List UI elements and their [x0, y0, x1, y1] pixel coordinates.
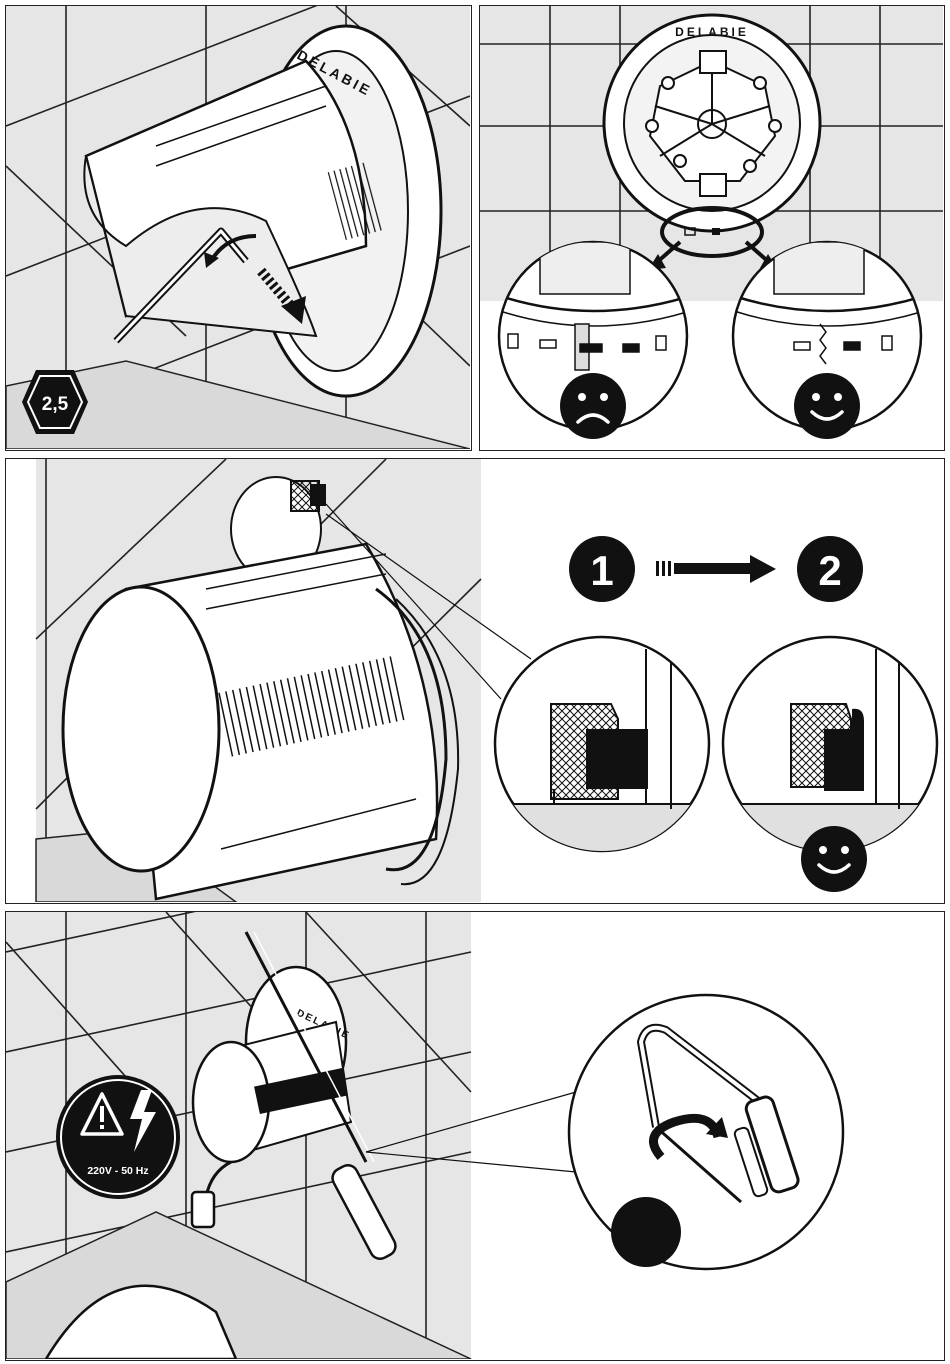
step-2-label: 2 — [818, 547, 841, 594]
panel-step-hex-key-removal: DELABIE 2,5 — [5, 5, 472, 451]
detail-hacksaw — [569, 995, 843, 1269]
detail-incorrect — [499, 242, 690, 439]
panel4-illustration: DELABIE 220V - 50 Hz — [6, 912, 943, 1359]
flange-brand: DELABIE — [675, 25, 749, 39]
happy-face-icon — [794, 373, 860, 439]
panel-seal-compression: 1 2 — [5, 458, 945, 904]
happy-face-icon — [801, 826, 867, 892]
hex-key-size-badge: 2,5 — [22, 370, 88, 434]
detail-correct — [733, 242, 924, 439]
warning-voltage-label: 220V - 50 Hz — [87, 1165, 148, 1177]
panel2-illustration: DELABIE — [480, 6, 943, 449]
arrow-right-icon — [656, 555, 776, 583]
sad-face-icon — [560, 373, 626, 439]
step-marker-dot — [611, 1197, 681, 1267]
hex-key-size-label: 2,5 — [42, 394, 69, 415]
panel-electrical-cut: DELABIE 220V - 50 Hz — [5, 911, 945, 1361]
step-1-label: 1 — [590, 547, 613, 594]
panel3-illustration: 1 2 — [6, 459, 943, 902]
panel-alignment-check: DELABIE — [479, 5, 945, 451]
electric-warning-badge: 220V - 50 Hz — [56, 1075, 180, 1199]
panel1-illustration: DELABIE 2,5 — [6, 6, 470, 449]
detail-seal-before — [486, 637, 726, 864]
step-sequence: 1 2 — [569, 536, 863, 602]
connector-icon — [192, 1192, 214, 1227]
detail-seal-after — [714, 637, 943, 892]
